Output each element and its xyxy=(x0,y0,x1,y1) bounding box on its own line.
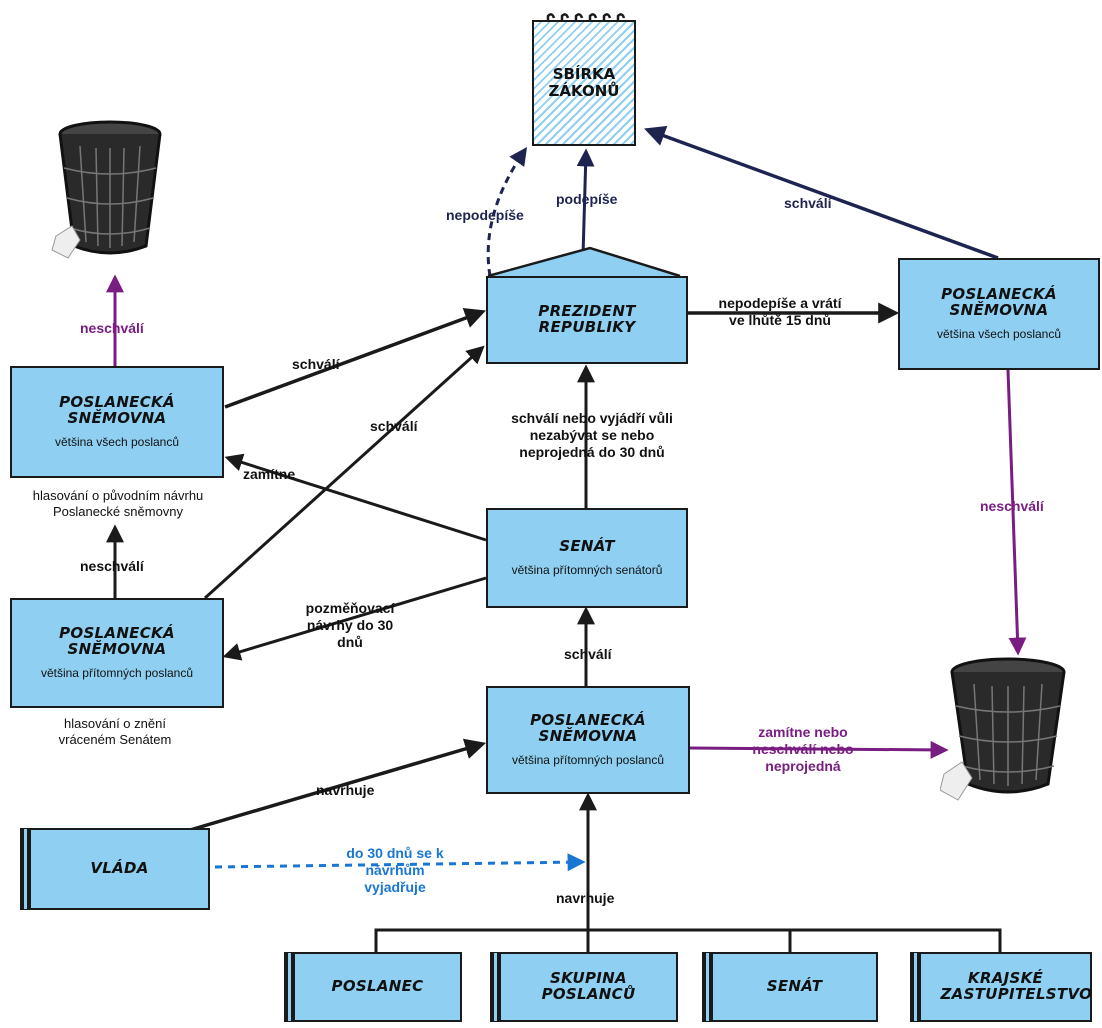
ps-pritomnych-left-title: POSLANECKÁ SNĚMOVNA xyxy=(59,624,175,658)
label-zamitne: zamítne xyxy=(243,466,296,482)
ps-vsech-right-title: POSLANECKÁ SNĚMOVNA xyxy=(941,285,1057,319)
label-neschvali-left-mid: neschválí xyxy=(80,558,144,574)
label-schvali-left1: schválí xyxy=(292,356,340,372)
crumpled-paper-icon xyxy=(939,761,973,801)
proposer-label: SENÁT xyxy=(766,977,823,996)
label-navrhuje-vlada: navrhuje xyxy=(316,782,375,798)
prezident-box: PREZIDENT REPUBLIKY xyxy=(486,276,688,364)
label-nepodepise: nepodepíše xyxy=(446,207,524,223)
label-schvali-senat: schválí nebo vyjádří vůli nezabývat se n… xyxy=(511,410,673,460)
notepad-rings xyxy=(540,12,630,28)
sbirka-zakonu-notepad: SBÍRKA ZÁKONŮ xyxy=(532,20,636,146)
ps-vsech-right-sub: většina všech poslanců xyxy=(936,326,1062,341)
ps-pritomnych-left-sub: většina přítomných poslanců xyxy=(40,665,194,680)
proposer-senat: SENÁT xyxy=(702,952,878,1022)
label-neschvali-right: neschválí xyxy=(980,498,1044,514)
ps-vsech-left-box: POSLANECKÁ SNĚMOVNA většina všech poslan… xyxy=(10,366,224,478)
ps-vsech-right-box: POSLANECKÁ SNĚMOVNA většina všech poslan… xyxy=(898,258,1100,370)
sbirka-title: SBÍRKA ZÁKONŮ xyxy=(548,64,620,100)
vlada-title: VLÁDA xyxy=(90,859,149,878)
label-pozmenovaci: pozměňovací návrhy do 30 dnů xyxy=(305,600,395,650)
label-podepise: podepíše xyxy=(556,191,618,207)
note-hlasovani-zneni: hlasování o znění vráceném Senátem xyxy=(58,716,172,748)
wastebasket-icon xyxy=(939,657,1066,801)
proposer-label: KRAJSKÉ ZASTUPITELSTVO xyxy=(940,969,1093,1003)
note-hlasovani-puvodni: hlasování o původním návrhu Poslanecké s… xyxy=(32,488,204,520)
ps-vsech-left-sub: většina všech poslanců xyxy=(54,434,180,449)
proposer-skupina-poslancu: SKUPINA POSLANCŮ xyxy=(490,952,678,1022)
label-schvali-center: schválí xyxy=(564,646,612,662)
wastebasket-top-left xyxy=(50,118,170,273)
label-navrhuje-bottom: navrhuje xyxy=(556,890,615,906)
proposer-krajske-zastupitelstvo: KRAJSKÉ ZASTUPITELSTVO xyxy=(910,952,1092,1022)
label-zamitne-nebo: zamítne nebo neschválí nebo neprojedná xyxy=(752,724,854,774)
ps-pritomnych-center-box: POSLANECKÁ SNĚMOVNA většina přítomných p… xyxy=(486,686,690,794)
vlada-box: VLÁDA xyxy=(20,828,210,910)
crumpled-paper-icon xyxy=(51,225,81,259)
proposer-label: POSLANEC xyxy=(331,977,424,996)
ps-pritomnych-left-box: POSLANECKÁ SNĚMOVNA většina přítomných p… xyxy=(10,598,224,708)
senat-title: SENÁT xyxy=(559,537,615,556)
wastebasket-icon xyxy=(51,120,162,259)
wastebasket-right xyxy=(939,656,1070,811)
label-nepodepise-vrati: nepodepíše a vrátí ve lhůtě 15 dnů xyxy=(718,295,842,328)
label-neschvali-left-top: neschválí xyxy=(80,320,144,336)
prezident-title: PREZIDENT REPUBLIKY xyxy=(538,302,636,336)
label-do30: do 30 dnů se k návrhům vyjadřuje xyxy=(346,845,444,895)
senat-sub: většina přítomných senátorů xyxy=(511,562,663,577)
label-schvali-top: schválí xyxy=(784,195,832,211)
ps-vsech-left-title: POSLANECKÁ SNĚMOVNA xyxy=(59,393,175,427)
label-schvali-left2: schválí xyxy=(370,418,418,434)
proposer-poslanec: POSLANEC xyxy=(284,952,462,1022)
ps-pritomnych-center-sub: většina přítomných poslanců xyxy=(511,752,665,767)
senat-box: SENÁT většina přítomných senátorů xyxy=(486,508,688,608)
proposer-label: SKUPINA POSLANCŮ xyxy=(541,969,636,1003)
ps-pritomnych-center-title: POSLANECKÁ SNĚMOVNA xyxy=(530,711,646,745)
